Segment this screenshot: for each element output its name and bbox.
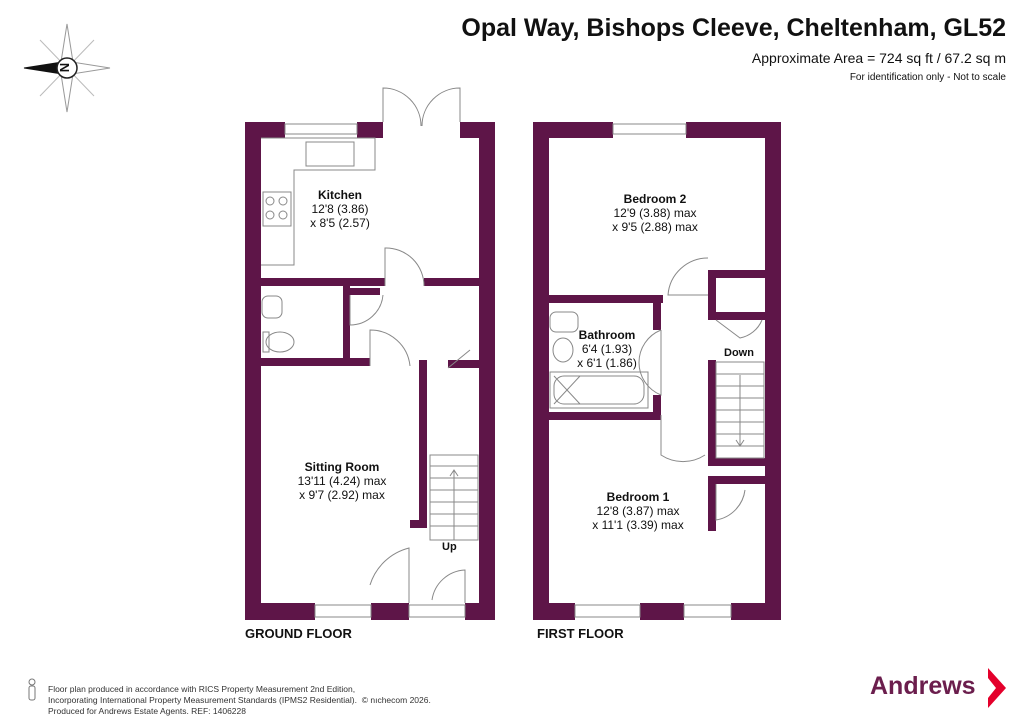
- property-address-title: Opal Way, Bishops Cleeve, Cheltenham, GL…: [461, 14, 1006, 42]
- room-kitchen: Kitchen 12'8 (3.86) x 8'5 (2.57): [300, 188, 380, 230]
- room-dimension: x 11'1 (3.39) max: [592, 518, 684, 532]
- person-icon: [28, 678, 36, 701]
- room-name: Bathroom: [578, 328, 636, 342]
- copyright: © nıchecom 2026.: [361, 695, 431, 705]
- room-name: Bedroom 1: [606, 490, 670, 504]
- compass-icon: [23, 23, 111, 113]
- room-dimension: 13'11 (4.24) max: [297, 474, 387, 488]
- ground-floor-plan: [245, 122, 495, 620]
- first-floor-details: [549, 123, 765, 618]
- brand-chevron-icon: [988, 668, 1006, 708]
- footer-notes: Floor plan produced in accordance with R…: [48, 684, 431, 717]
- approximate-area: Approximate Area = 724 sq ft / 67.2 sq m: [751, 50, 1006, 66]
- room-dimension: 12'8 (3.87) max: [596, 504, 680, 518]
- stairs-up-label: Up: [442, 541, 457, 553]
- footer-line: Floor plan produced in accordance with R…: [48, 684, 356, 694]
- room-dimension: 12'8 (3.86): [311, 202, 369, 216]
- scale-disclaimer: For identification only - Not to scale: [849, 72, 1006, 83]
- room-dimension: x 9'7 (2.92) max: [299, 488, 385, 502]
- stairs-down-label: Down: [724, 347, 754, 359]
- compass-letter: N: [57, 62, 73, 73]
- room-name: Kitchen: [317, 188, 362, 202]
- first-floor-plan: [533, 122, 781, 620]
- room-name: Sitting Room: [304, 460, 380, 474]
- room-dimension: x 9'5 (2.88) max: [612, 220, 698, 234]
- room-dimension: x 8'5 (2.57): [310, 216, 370, 230]
- ground-floor-details: [261, 87, 479, 618]
- ground-floor-label: GROUND FLOOR: [245, 626, 352, 641]
- room-bathroom: Bathroom 6'4 (1.93) x 6'1 (1.86): [572, 328, 642, 370]
- room-dimension: 6'4 (1.93): [581, 342, 633, 356]
- room-name: Bedroom 2: [623, 192, 687, 206]
- room-bedroom-1: Bedroom 1 12'8 (3.87) max x 11'1 (3.39) …: [578, 490, 698, 532]
- footer-line: Incorporating International Property Mea…: [48, 695, 431, 705]
- room-bedroom-2: Bedroom 2 12'9 (3.88) max x 9'5 (2.88) m…: [595, 192, 715, 234]
- room-dimension: x 6'1 (1.86): [577, 356, 637, 370]
- brand-logo: Andrews: [870, 672, 976, 700]
- room-dimension: 12'9 (3.88) max: [613, 206, 697, 220]
- room-sitting-room: Sitting Room 13'11 (4.24) max x 9'7 (2.9…: [282, 460, 402, 502]
- footer-line: Produced for Andrews Estate Agents. REF:…: [48, 706, 246, 716]
- first-floor-label: FIRST FLOOR: [537, 626, 624, 641]
